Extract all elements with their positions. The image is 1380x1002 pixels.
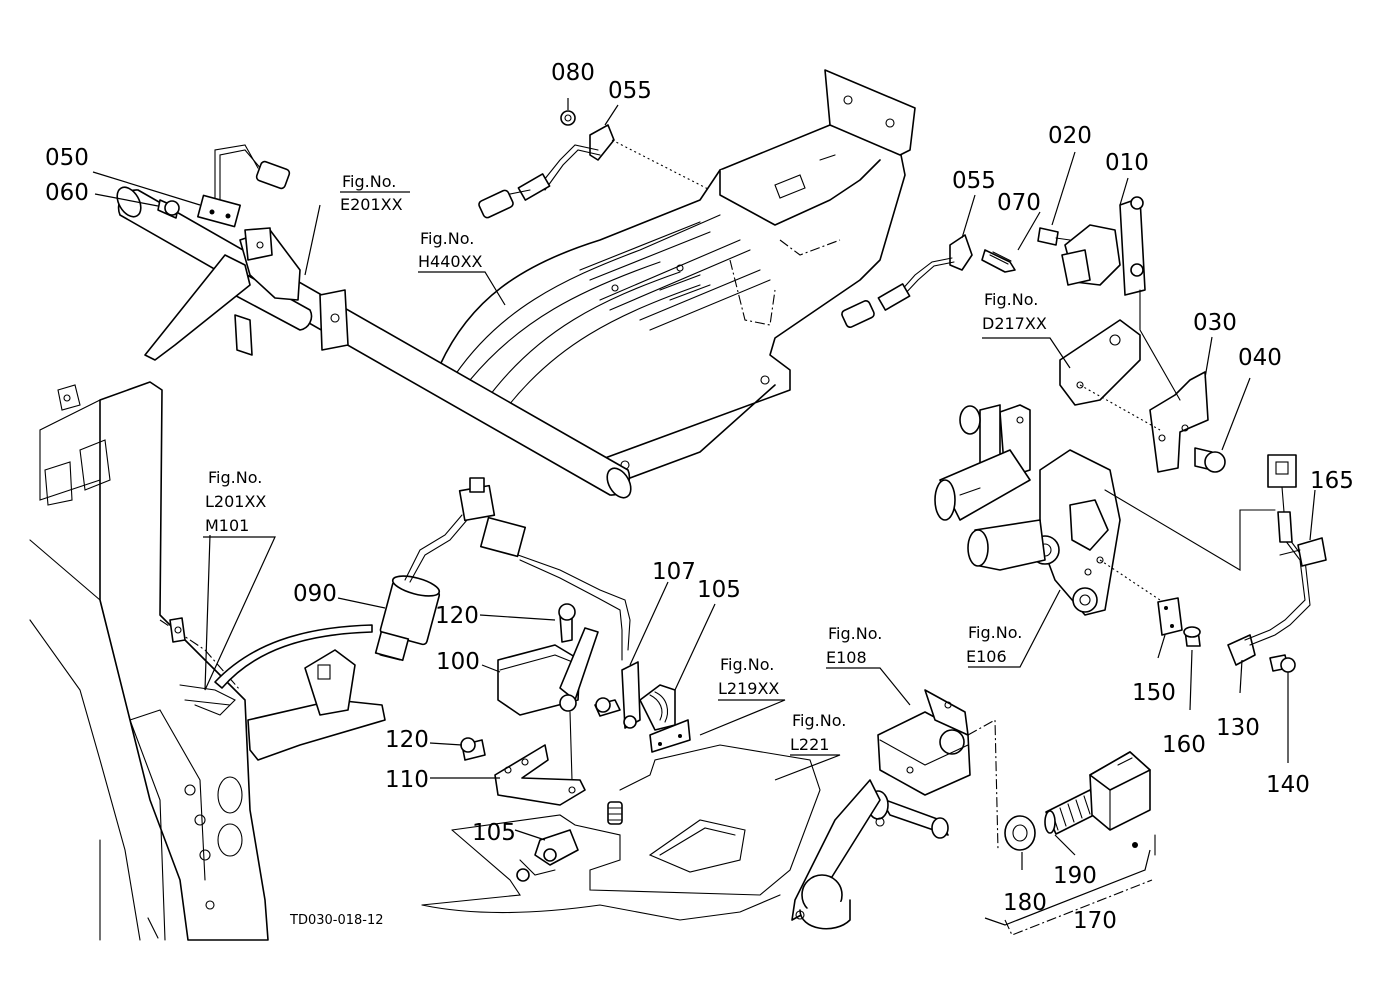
part-number-110: 110	[385, 767, 429, 793]
fig-ref-code-d217: D217XX	[982, 314, 1047, 333]
drawing-code: TD030-018-12	[289, 913, 384, 928]
part-number-165: 165	[1310, 468, 1354, 494]
part-number-150: 150	[1132, 680, 1176, 706]
fig-ref-caption-e201: Fig.No.	[342, 172, 396, 191]
leader-lines	[92, 98, 1316, 936]
fig-ref-caption-h440: Fig.No.	[420, 229, 474, 248]
part-number-020: 020	[1048, 123, 1092, 149]
part-number-140: 140	[1266, 772, 1310, 798]
floor-plate	[439, 69, 916, 486]
part-number-160: 160	[1162, 732, 1206, 758]
part-number-090: 090	[293, 581, 337, 607]
fig-ref-caption-l201: Fig.No.	[208, 468, 262, 487]
fig-ref-code-e108: E108	[826, 648, 867, 667]
fig-ref-code-m101: M101	[205, 516, 249, 535]
fig-ref-caption-d217: Fig.No.	[984, 290, 1038, 309]
part-number-055-right: 055	[952, 168, 996, 194]
part-number-107: 107	[652, 559, 696, 585]
left-switch-assembly	[157, 144, 291, 228]
part-number-080: 080	[551, 60, 595, 86]
fig-ref-caption-e106: Fig.No.	[968, 623, 1022, 642]
left-frame	[29, 381, 269, 941]
fig-ref-caption-e108: Fig.No.	[828, 624, 882, 643]
pivot-bracket-assembly	[934, 404, 1276, 616]
pedal-arm-assembly	[791, 689, 999, 930]
part-number-050: 050	[45, 145, 89, 171]
part-number-130: 130	[1216, 715, 1260, 741]
assembly-arrow	[214, 624, 373, 689]
part-number-105-upper: 105	[697, 577, 741, 603]
right-switch-assembly	[841, 234, 1016, 328]
part-number-100: 100	[436, 649, 480, 675]
part-number-070: 070	[997, 190, 1041, 216]
sensor-assembly	[1157, 454, 1327, 673]
upper-switch-assembly	[478, 110, 711, 219]
fig-ref-code-l219: L219XX	[718, 679, 779, 698]
figure-references: Fig.No. E201XX Fig.No. H440XX Fig.No. D2…	[205, 172, 1047, 754]
fig-ref-code-e201: E201XX	[340, 195, 403, 214]
fig-ref-code-l221: L221	[790, 735, 829, 754]
part-number-040: 040	[1238, 345, 1282, 371]
fig-ref-caption-l221: Fig.No.	[792, 711, 846, 730]
part-number-190: 190	[1053, 863, 1097, 889]
pedal-bracket	[179, 649, 386, 761]
lever-assembly	[516, 661, 691, 882]
part-number-010: 010	[1105, 150, 1149, 176]
fig-ref-code-l201: L201XX	[205, 492, 266, 511]
fig-ref-code-e106: E106	[966, 647, 1007, 666]
base-plate	[421, 744, 821, 921]
part-number-120-upper: 120	[435, 603, 479, 629]
fig-ref-code-h440: H440XX	[418, 252, 483, 271]
part-numbers: 010 020 030 040 050 055 055 060 070 080 …	[45, 60, 1354, 934]
fig-ref-caption-l219: Fig.No.	[720, 655, 774, 674]
actuator-100	[479, 516, 631, 781]
part-number-060: 060	[45, 180, 89, 206]
right-upper-assembly	[1037, 196, 1226, 473]
part-number-030: 030	[1193, 310, 1237, 336]
part-number-180: 180	[1003, 890, 1047, 916]
stop-switch-assembly	[1004, 751, 1156, 856]
pressure-switch-090	[374, 477, 496, 662]
bracket-110	[460, 737, 586, 806]
part-number-170: 170	[1073, 908, 1117, 934]
pedal-cross-shaft	[116, 186, 632, 499]
part-number-120-lower: 120	[385, 727, 429, 753]
part-number-105-lower: 105	[472, 820, 516, 846]
part-number-055-upper: 055	[608, 78, 652, 104]
